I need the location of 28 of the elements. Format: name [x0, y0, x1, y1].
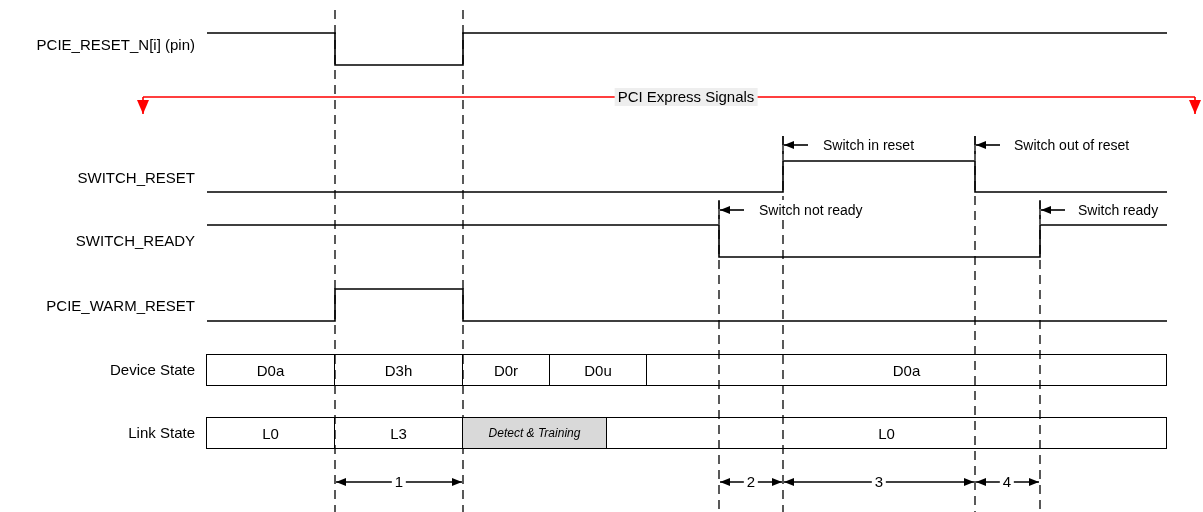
state-cell — [334, 354, 463, 386]
signal-name: Device State — [108, 361, 196, 379]
state-cell — [206, 354, 335, 386]
state-label: D0a — [256, 361, 285, 379]
state-label: Detect & Training — [488, 426, 581, 440]
state-label: L0 — [878, 424, 895, 442]
signal-name: PCIE_RESET_N[i] (pin) — [35, 36, 196, 54]
state-cell-shaded — [462, 417, 607, 449]
state-cell — [549, 354, 647, 386]
signal-name: SWITCH_RESET — [76, 169, 196, 187]
group-label: PCI Express Signals — [614, 88, 758, 106]
signal-name: Link State — [127, 424, 196, 442]
state-cell — [462, 354, 550, 386]
annotation-text: Switch in reset — [822, 136, 916, 154]
state-label: D0r — [493, 361, 519, 379]
state-label: L0 — [262, 424, 279, 442]
signal-name: PCIE_WARM_RESET — [45, 297, 196, 315]
state-cell — [646, 354, 1167, 386]
state-label: L3 — [390, 424, 407, 442]
signal-name: SWITCH_READY — [74, 232, 196, 250]
annotation-text: Switch ready — [1077, 201, 1160, 219]
state-label: D3h — [384, 361, 413, 379]
state-label: D0u — [584, 361, 612, 379]
state-label: D0a — [892, 361, 921, 379]
annotation-text: Switch out of reset — [1013, 136, 1131, 154]
annotation-text: Switch not ready — [758, 201, 864, 219]
state-cell — [606, 417, 1167, 449]
state-cell — [206, 417, 335, 449]
